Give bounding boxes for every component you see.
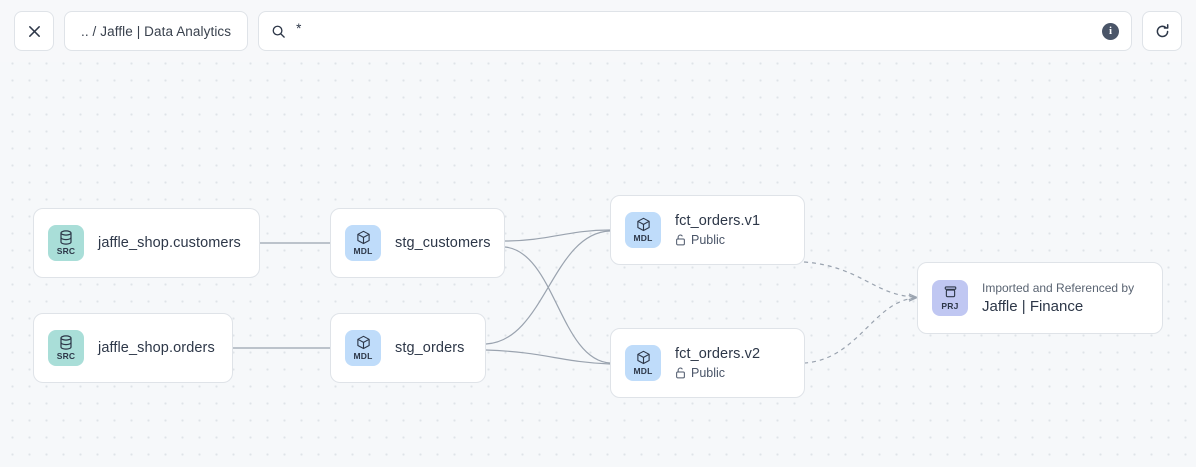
node-text: Imported and Referenced by Jaffle | Fina… (982, 281, 1134, 315)
node-text: fct_orders.v2 Public (675, 346, 760, 380)
node-text: stg_orders (395, 340, 465, 356)
search-input[interactable]: * (296, 21, 302, 37)
node-title: stg_customers (395, 235, 491, 251)
node-stg-customers[interactable]: MDL stg_customers (330, 208, 505, 278)
node-text: jaffle_shop.customers (98, 235, 241, 251)
node-text: jaffle_shop.orders (98, 340, 215, 356)
node-text: fct_orders.v1 Public (675, 213, 760, 247)
archive-box-icon (943, 285, 958, 300)
search-icon (271, 24, 286, 39)
unlock-icon (675, 234, 686, 246)
mdl-badge-label: MDL (353, 246, 373, 256)
database-icon (59, 230, 73, 245)
node-title: fct_orders.v1 (675, 213, 761, 229)
node-access-label: Public (691, 366, 726, 380)
src-badge-label: SRC (56, 246, 76, 256)
node-jaffle-finance-project[interactable]: PRJ Imported and Referenced by Jaffle | … (917, 262, 1163, 334)
mdl-badge: MDL (625, 212, 661, 248)
mdl-badge-label: MDL (353, 351, 373, 361)
toolbar: .. / Jaffle | Data Analytics * i (0, 0, 1196, 62)
cube-icon (356, 335, 371, 350)
node-title: Jaffle | Finance (982, 298, 1084, 315)
database-icon (59, 335, 73, 350)
refresh-button[interactable] (1142, 11, 1182, 51)
cube-icon (636, 350, 651, 365)
src-badge-label: SRC (56, 351, 76, 361)
edge-stgcustomers-to-fctv1 (504, 229, 611, 242)
prj-badge: PRJ (932, 280, 968, 316)
node-title: stg_orders (395, 340, 465, 356)
node-title: jaffle_shop.customers (98, 235, 241, 251)
node-jaffle-shop-orders[interactable]: SRC jaffle_shop.orders (33, 313, 233, 383)
cube-icon (356, 230, 371, 245)
node-access: Public (675, 366, 760, 380)
node-fct-orders-v1[interactable]: MDL fct_orders.v1 Public (610, 195, 805, 265)
mdl-badge: MDL (345, 330, 381, 366)
edge-stgorders-to-fctv2 (485, 349, 611, 365)
mdl-badge: MDL (345, 225, 381, 261)
node-access: Public (675, 233, 760, 247)
search-field[interactable]: * i (258, 11, 1132, 51)
unlock-icon (675, 367, 686, 379)
close-icon (27, 24, 42, 39)
close-button[interactable] (14, 11, 54, 51)
node-access-label: Public (691, 233, 726, 247)
breadcrumb[interactable]: .. / Jaffle | Data Analytics (64, 11, 249, 51)
edge-stgcustomers-to-fctv2 (504, 246, 611, 364)
edge-fctv1-to-jaffle-finance (803, 261, 916, 297)
info-icon[interactable]: i (1102, 22, 1119, 40)
refresh-icon (1154, 23, 1171, 40)
src-badge: SRC (48, 225, 84, 261)
node-caption: Imported and Referenced by (982, 281, 1135, 295)
node-fct-orders-v2[interactable]: MDL fct_orders.v2 Public (610, 328, 805, 398)
node-text: stg_customers (395, 235, 491, 251)
cube-icon (636, 217, 651, 232)
prj-badge-label: PRJ (941, 301, 959, 311)
node-stg-orders[interactable]: MDL stg_orders (330, 313, 486, 383)
mdl-badge: MDL (625, 345, 661, 381)
edge-fctv2-to-jaffle-finance (803, 298, 916, 364)
node-title: fct_orders.v2 (675, 346, 761, 362)
node-jaffle-shop-customers[interactable]: SRC jaffle_shop.customers (33, 208, 260, 278)
node-title: jaffle_shop.orders (98, 340, 215, 356)
mdl-badge-label: MDL (633, 233, 653, 243)
src-badge: SRC (48, 330, 84, 366)
breadcrumb-label: .. / Jaffle | Data Analytics (81, 23, 232, 39)
mdl-badge-label: MDL (633, 366, 653, 376)
